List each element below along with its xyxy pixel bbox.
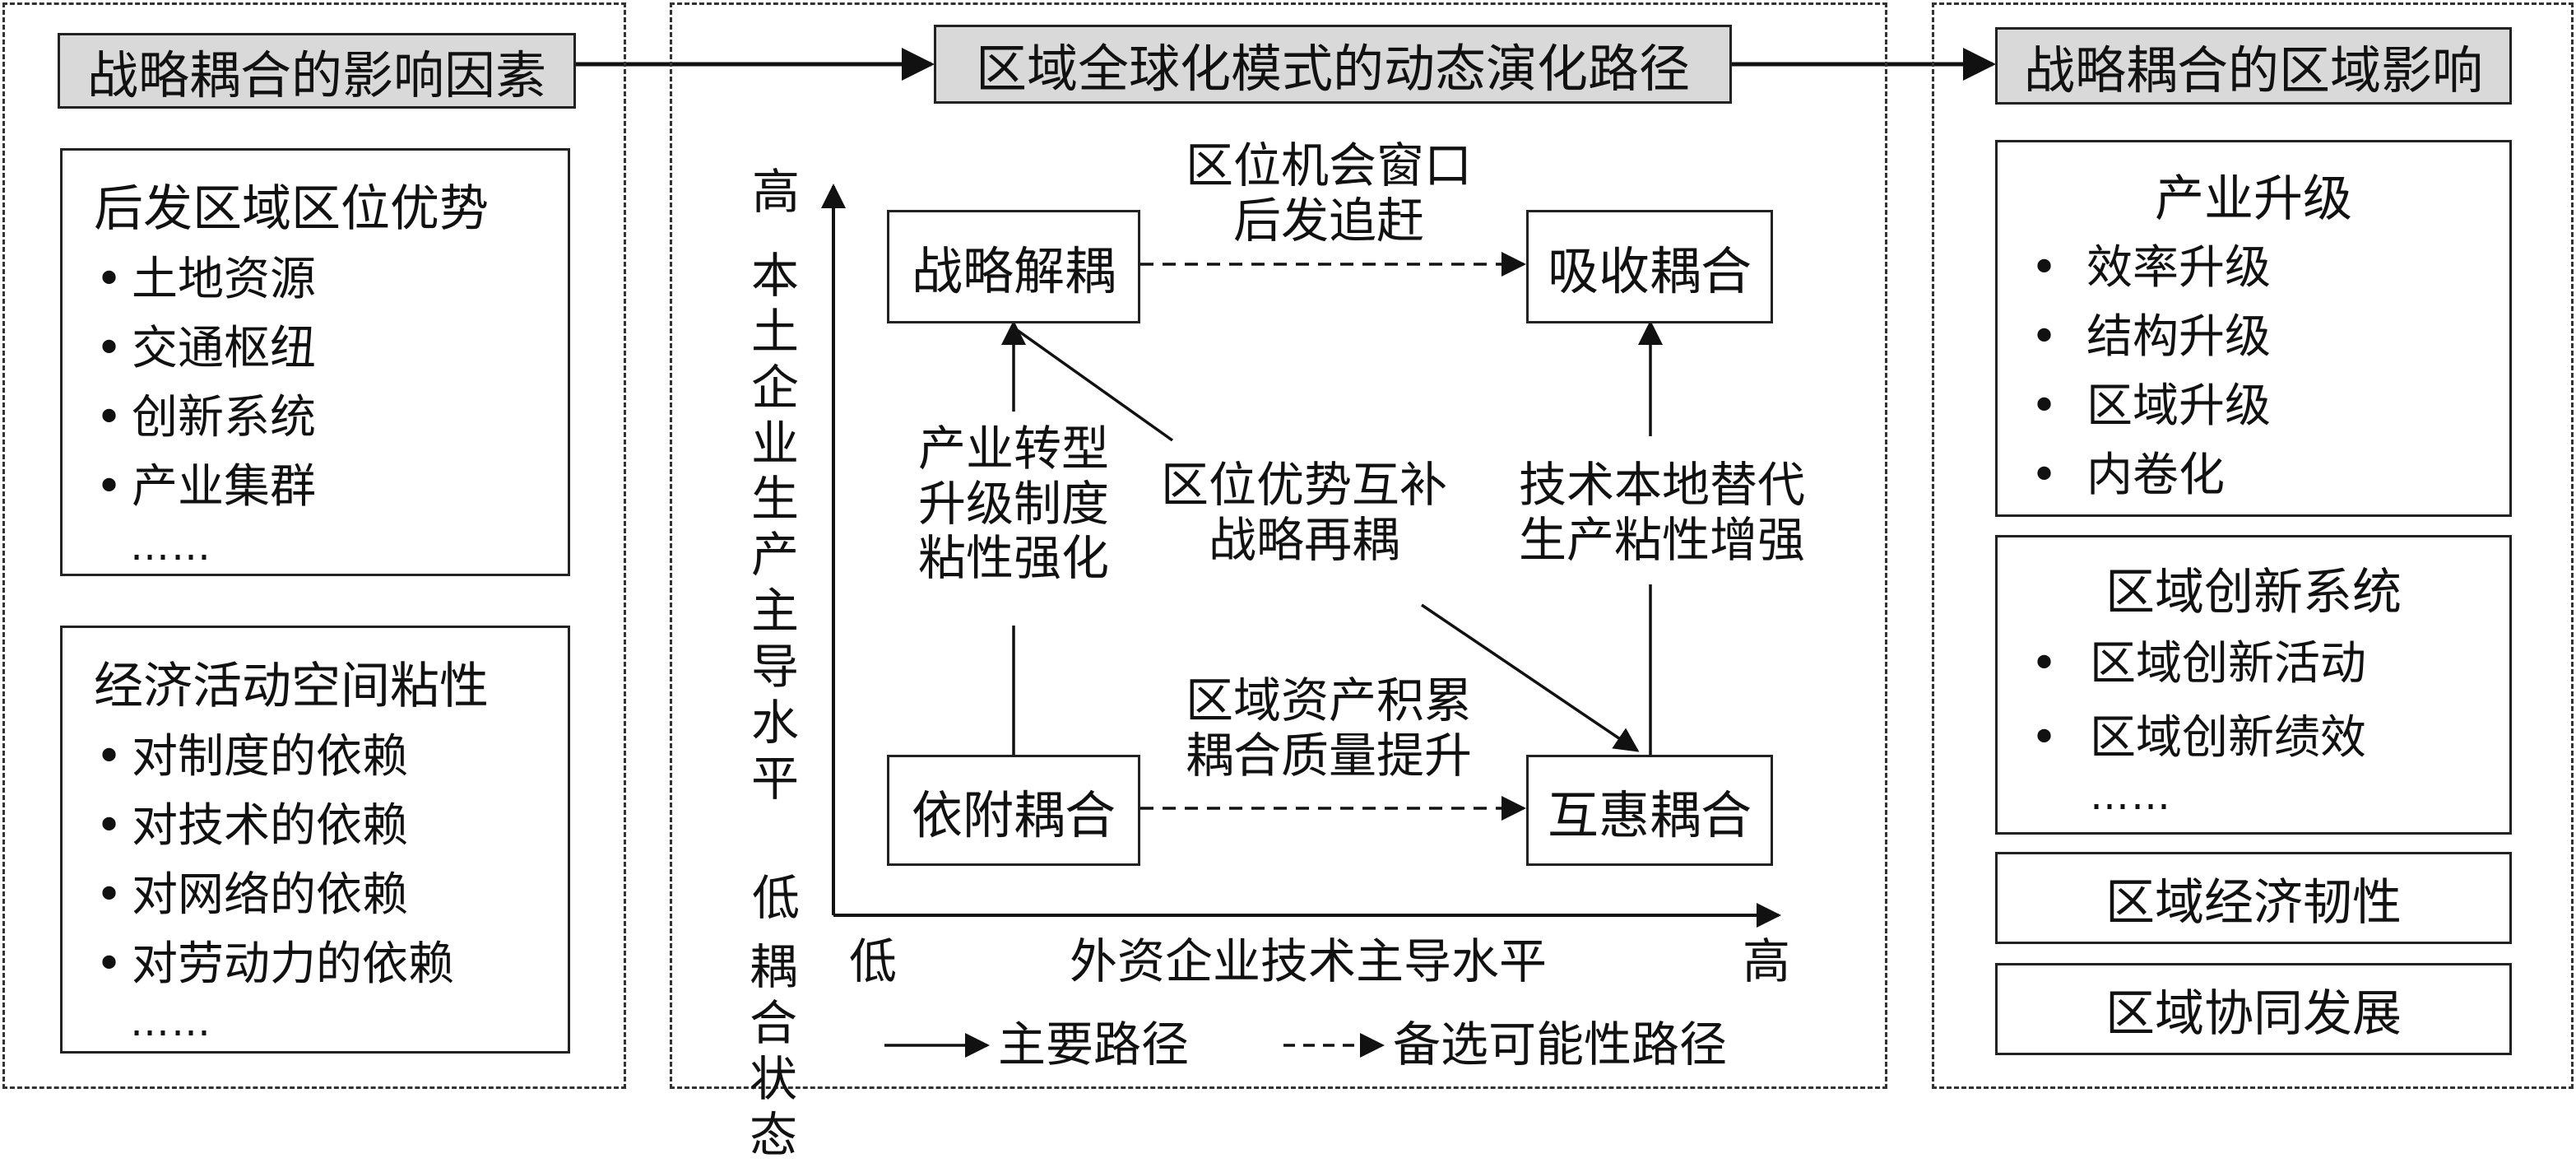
regional-resilience-box: 区域经济韧性 [1995,852,2512,944]
list-item: 区域升级 [1998,372,2509,441]
list-item: 创新系统 [63,384,568,453]
label-line: 区位机会窗口 [1185,137,1472,193]
label-line: 后发追赶 [1232,192,1424,249]
list-item: 内卷化 [1998,441,2509,510]
list-item: 产业集群 [63,453,568,522]
label-line: 战略再耦 [1208,511,1399,568]
label-line: 区位优势互补 [1160,457,1447,513]
list-item: 对技术的依赖 [63,792,568,861]
legend-main-label: 主要路径 [998,1016,1190,1072]
list-item: 对制度的依赖 [63,723,568,792]
x-axis-low: 低 [849,933,898,989]
x-axis-label: 外资企业技术主导水平 [1070,933,1548,989]
box-title: 区域经济韧性 [2105,873,2402,932]
more-ellipsis: …… [2090,773,2172,819]
left-panel-title: 战略耦合的影响因素 [58,33,576,109]
path-recouple-upper [1012,326,1174,442]
label-center-path: 区位优势互补 战略再耦 [1144,458,1464,567]
right-panel-title: 战略耦合的区域影响 [1995,27,2512,105]
node-absorptive-coupling: 吸收耦合 [1526,210,1773,323]
node-reciprocal-coupling: 互惠耦合 [1526,755,1773,866]
label-bottom-path: 区域资产积累 耦合质量提升 [1148,673,1510,783]
label-top-path: 区位机会窗口 后发追赶 [1148,138,1510,248]
y-axis-label: 本土企业生产主导水平 [750,248,799,807]
list-item: 土地资源 [63,245,568,314]
regional-coordination-box: 区域协同发展 [1995,963,2512,1055]
list-item: 结构升级 [1998,303,2509,372]
label-line: 生产粘性增强 [1518,511,1805,568]
list-item: 对劳动力的依赖 [63,930,568,999]
label-line: 区域资产积累 [1185,672,1472,728]
box-title: 区域协同发展 [2105,984,2402,1043]
box-title: 区域创新系统 [2105,564,2402,621]
more-ellipsis: …… [130,999,212,1045]
node-dependent-coupling: 依附耦合 [887,755,1140,866]
label-line: 粘性强化 [917,530,1109,587]
middle-panel [670,2,1887,1089]
path-recouple-lower [1421,603,1640,752]
y-axis-low: 低 [751,870,800,926]
list-item: 交通枢纽 [63,314,568,384]
y-axis-high: 高 [751,164,800,220]
x-axis-high: 高 [1743,933,1791,989]
list-item: 对网络的依赖 [63,861,568,930]
list-item: 区域创新活动 [1998,627,2509,701]
label-right-path: 技术本地替代 生产粘性增强 [1493,458,1831,567]
middle-panel-title: 区域全球化模式的动态演化路径 [934,25,1732,104]
diagram-lines [576,48,1996,1058]
list-item: 区域创新绩效 [1998,701,2509,775]
regional-innovation-box: 区域创新系统 区域创新活动 区域创新绩效 …… [1995,535,2512,835]
spatial-stickiness-box: 经济活动空间粘性 对制度的依赖 对技术的依赖 对网络的依赖 对劳动力的依赖 …… [60,626,570,1054]
more-ellipsis: …… [130,523,212,570]
label-left-path: 产业转型 升级制度 粘性强化 [890,421,1137,586]
label-line: 技术本地替代 [1518,457,1805,513]
label-line: 产业转型 [917,421,1109,477]
label-line: 耦合质量提升 [1185,727,1472,784]
box-title: 产业升级 [2155,170,2352,228]
list-item: 效率升级 [1998,234,2509,303]
box-title: 经济活动空间粘性 [94,658,489,715]
corner-label: 耦合状态 [749,939,797,1163]
latecomer-location-advantage-box: 后发区域区位优势 土地资源 交通枢纽 创新系统 产业集群 …… [60,148,570,576]
industrial-upgrading-box: 产业升级 效率升级 结构升级 区域升级 内卷化 [1995,140,2512,517]
legend-alt-label: 备选可能性路径 [1393,1016,1728,1072]
box-title: 后发区域区位优势 [94,180,489,238]
label-line: 升级制度 [917,475,1109,532]
node-strategic-decoupling: 战略解耦 [887,210,1140,323]
left-panel [2,2,626,1089]
right-panel [1932,2,2574,1089]
